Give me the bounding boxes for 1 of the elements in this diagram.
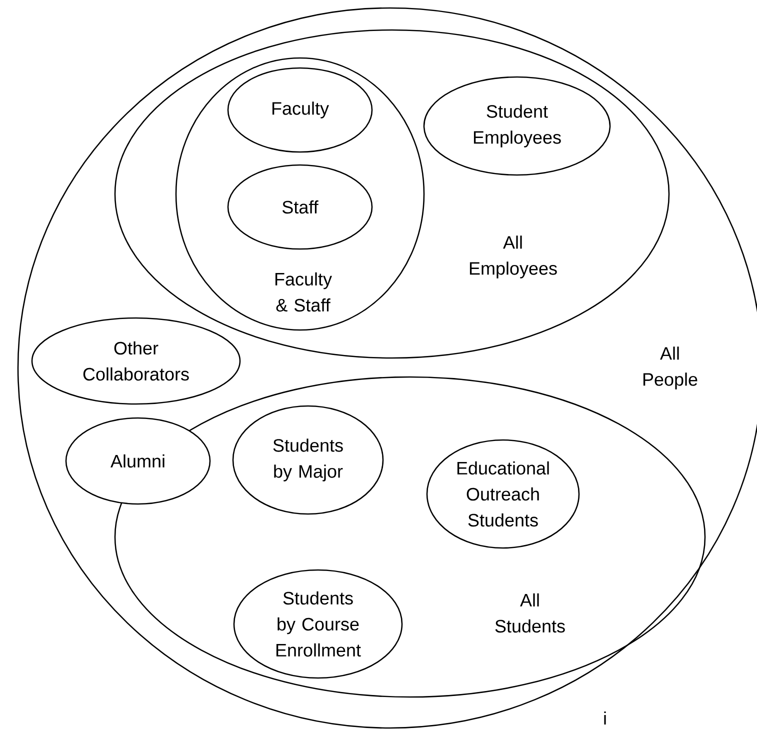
note: i	[604, 711, 606, 725]
